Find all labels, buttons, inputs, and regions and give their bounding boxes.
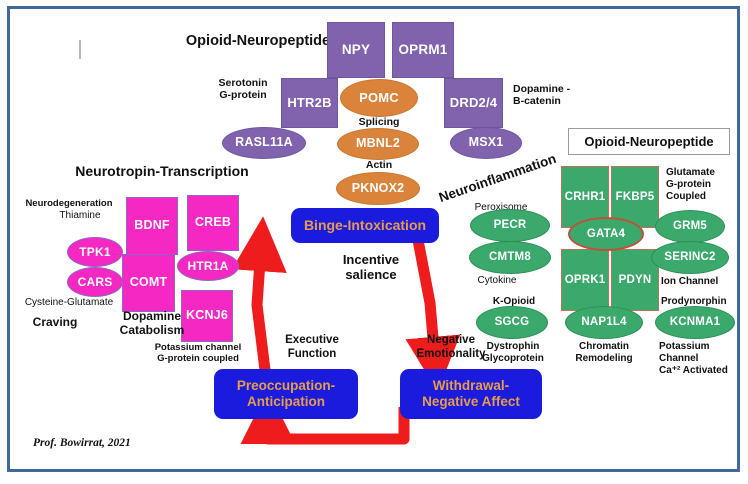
gene-comt[interactable]: COMT <box>122 254 175 312</box>
transition-negative-emotionality: Negative Emotionality <box>416 334 486 360</box>
author-signature: Prof. Bowirrat, 2021 <box>33 437 131 449</box>
gene-msx1[interactable]: MSX1 <box>450 127 522 159</box>
withdrawal-negative-affect-label: Withdrawal- Negative Affect <box>422 377 520 409</box>
gene-cars[interactable]: CARS <box>67 267 123 297</box>
stage-preoccupation-anticipation[interactable]: Preoccupation- Anticipation <box>214 369 358 419</box>
gene-htr1a[interactable]: HTR1A <box>177 251 239 281</box>
gene-rasl11a[interactable]: RASL11A <box>222 127 306 159</box>
annotation-actin: Actin <box>365 159 393 171</box>
gene-creb[interactable]: CREB <box>187 195 239 251</box>
stage-binge-intoxication[interactable]: Binge-Intoxication <box>291 208 439 243</box>
annotation-serotonin-gprotein: Serotonin G-protein <box>218 77 268 102</box>
preoccupation-anticipation-label: Preoccupation- Anticipation <box>236 377 336 409</box>
gene-kcnma1[interactable]: KCNMA1 <box>655 306 735 339</box>
arrow-executive-function <box>231 216 287 371</box>
transition-incentive-salience: Incentive salience <box>342 252 400 283</box>
gene-sgcg[interactable]: SGCG <box>476 306 548 339</box>
annotation-dopamine-catabolism: Dopamine Catabolism <box>119 309 185 338</box>
gene-grm5[interactable]: GRM5 <box>655 210 725 243</box>
section-title-opioid-right-box: Opioid-Neuropeptide <box>568 128 730 155</box>
gene-kcnj6[interactable]: KCNJ6 <box>181 290 233 342</box>
gene-mbnl2[interactable]: MBNL2 <box>337 128 419 160</box>
section-title-opioid-top: Opioid-Neuropeptide <box>185 33 331 49</box>
annotation-dystrophin-glycoprotein: Dystrophin Glycoprotein <box>482 341 544 364</box>
annotation-prodynorphin: Prodynorphin <box>661 296 727 307</box>
gene-pknox2[interactable]: PKNOX2 <box>336 172 420 205</box>
annotation-craving: Craving <box>32 315 78 329</box>
annotation-cysteine-glutamate: Cysteine-Glutamate <box>24 297 114 308</box>
gene-bdnf[interactable]: BDNF <box>126 197 178 255</box>
annotation-cytokine: Cytokine <box>477 275 517 286</box>
annotation-potassium-channel-ca: Potassium Channel Ca⁺² Activated <box>659 341 728 376</box>
annotation-ion-channel: Ion Channel <box>661 276 719 287</box>
section-title-neurotropin: Neurotropin-Transcription <box>75 163 249 179</box>
annotation-k-opioid: K-Opioid <box>492 296 536 307</box>
annotation-neurodegeneration: Neurodegeneration <box>25 198 113 209</box>
annotation-glutamate-gprotein: Glutamate G-protein Coupled <box>666 167 715 202</box>
text-caret-artifact <box>79 40 81 59</box>
neuroinflammation-text: Neuroinflammation <box>436 150 559 206</box>
annotation-thiamine: Thiamine <box>59 210 101 221</box>
gene-pomc[interactable]: POMC <box>340 79 418 117</box>
transition-executive-function: Executive Function <box>285 334 339 360</box>
annotation-peroxisome: Peroxisome <box>474 202 528 213</box>
gene-npy[interactable]: NPY <box>327 22 385 78</box>
binge-intoxication-label: Binge-Intoxication <box>303 217 427 234</box>
opioid-right-text: Opioid-Neuropeptide <box>584 134 714 149</box>
figure-border: Opioid-Neuropeptide NPY OPRM1 Serotonin … <box>7 6 740 472</box>
gene-tpk1[interactable]: TPK1 <box>67 237 123 267</box>
gene-pecr[interactable]: PECR <box>470 209 550 242</box>
gene-oprk1[interactable]: OPRK1 <box>561 249 609 311</box>
gene-cmtm8[interactable]: CMTM8 <box>469 241 551 274</box>
section-title-neuroinflammation: Neuroinflammation <box>436 150 559 206</box>
annotation-potassium-channel-gprotein: Potassium channel G-protein coupled <box>154 342 242 365</box>
gene-drd2-4[interactable]: DRD2/4 <box>444 78 503 128</box>
gene-oprm1[interactable]: OPRM1 <box>392 22 454 78</box>
gene-htr2b[interactable]: HTR2B <box>281 78 338 128</box>
annotation-dopamine-bcatenin: Dopamine - B-catenin <box>513 83 571 108</box>
gene-gata4[interactable]: GATA4 <box>568 217 644 251</box>
annotation-splicing: Splicing <box>358 116 400 128</box>
gene-serinc2[interactable]: SERINC2 <box>651 241 729 274</box>
gene-nap1l4[interactable]: NAP1L4 <box>565 306 643 339</box>
stage-withdrawal-negative-affect[interactable]: Withdrawal- Negative Affect <box>400 369 542 419</box>
annotation-chromatin-remodeling: Chromatin Remodeling <box>575 341 633 364</box>
